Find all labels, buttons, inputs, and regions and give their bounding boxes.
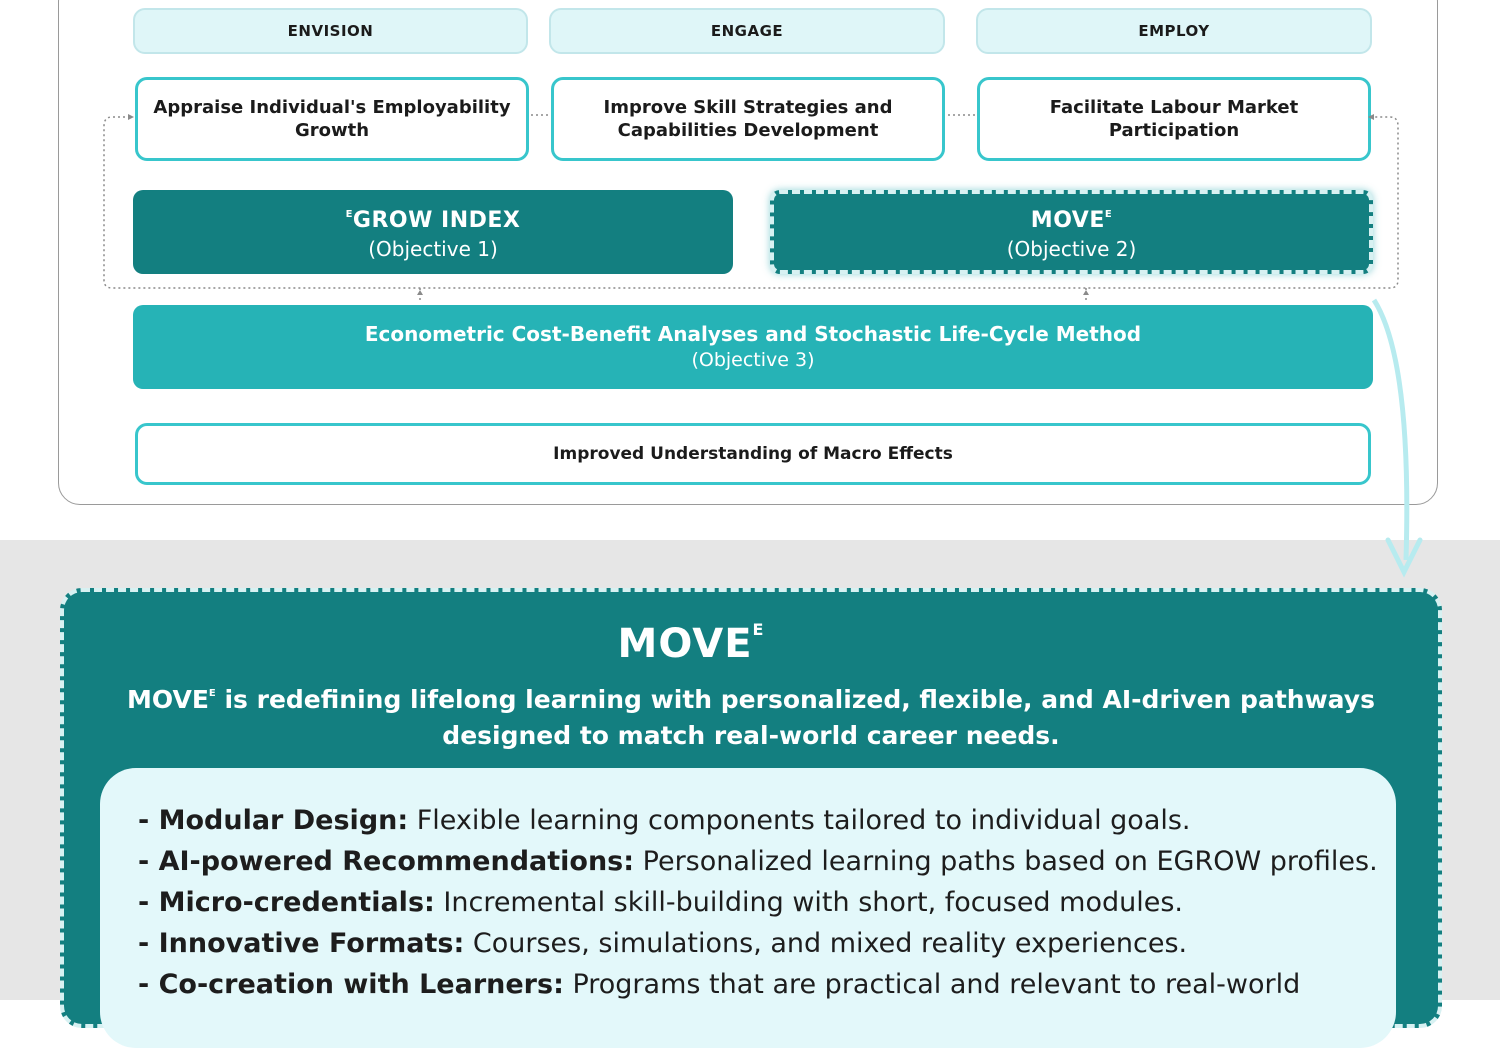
phase-employ: EMPLOY	[976, 8, 1372, 54]
feature-item: Innovative Formats: Courses, simulations…	[138, 923, 1378, 964]
arrowhead-icon	[1083, 290, 1089, 295]
move-objective-title: MOVEE	[1030, 208, 1113, 233]
method-subtitle: (Objective 3)	[691, 349, 815, 371]
objective-econometric-method: Econometric Cost-Benefit Analyses and St…	[133, 305, 1373, 389]
callout-arrowhead-icon	[1385, 537, 1423, 578]
activity-appraise-employability: Appraise Individual's Employability Grow…	[135, 77, 529, 161]
arrowhead-icon	[128, 114, 134, 120]
grow-index-title: EGROW INDEX	[345, 208, 521, 233]
feedback-loop-line	[103, 116, 1399, 289]
arrowhead-icon	[417, 290, 423, 295]
objective-grow-index: EGROW INDEX (Objective 1)	[133, 190, 733, 274]
callout-arrow-line	[1371, 298, 1410, 561]
outcome-macro-effects: Improved Understanding of Macro Effects	[135, 423, 1371, 485]
objective-move: MOVEE (Objective 2)	[770, 190, 1373, 274]
move-card-description: MOVEE is redefining lifelong learning wi…	[127, 685, 1375, 750]
activity-improve-skills: Improve Skill Strategies and Capabilitie…	[551, 77, 945, 161]
feature-item: Co-creation with Learners: Programs that…	[138, 964, 1378, 1005]
phase-envision: ENVISION	[133, 8, 528, 54]
activity-facilitate-labour-market: Facilitate Labour Market Participation	[977, 77, 1371, 161]
grow-index-subtitle: (Objective 1)	[368, 237, 498, 261]
arrowhead-icon	[1368, 114, 1374, 120]
move-card-title: MOVEE	[617, 620, 765, 667]
move-objective-subtitle: (Objective 2)	[1006, 237, 1137, 261]
features-list: Modular Design: Flexible learning compon…	[138, 800, 1378, 1005]
connector-lines	[103, 114, 1423, 578]
phase-engage: ENGAGE	[549, 8, 945, 54]
feature-item: Micro-credentials: Incremental skill-bui…	[138, 882, 1378, 923]
feature-item: AI-powered Recommendations: Personalized…	[138, 841, 1378, 882]
method-title: Econometric Cost-Benefit Analyses and St…	[364, 322, 1142, 346]
feature-item: Modular Design: Flexible learning compon…	[138, 800, 1378, 841]
